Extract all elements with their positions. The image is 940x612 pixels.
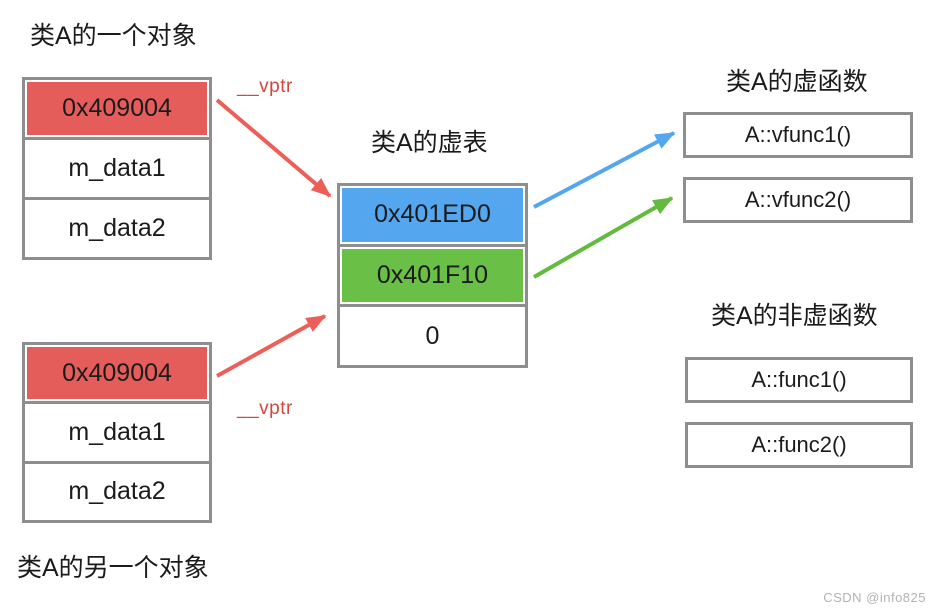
vfunc1-box: A::vfunc1() — [683, 112, 913, 158]
vptr-arrow-object2-to-vtable — [216, 314, 327, 378]
vptr-arrow-object1-to-vtable — [215, 98, 332, 198]
object2-title: 类A的另一个对象 — [17, 554, 209, 582]
vfunc2-box: A::vfunc2() — [683, 177, 913, 223]
object2-cell-vptr: 0x409004 — [25, 345, 209, 402]
object2-box: 0x409004 m_data1 m_data2 — [22, 342, 212, 523]
vptr-label-top: __vptr — [237, 76, 293, 97]
vtable-title: 类A的虚表 — [371, 129, 488, 157]
func1-box: A::func1() — [685, 357, 913, 403]
vtable-cell-null: 0 — [340, 304, 525, 366]
vtable-box: 0x401ED0 0x401F10 0 — [337, 183, 528, 368]
func2-box: A::func2() — [685, 422, 913, 468]
object2-cell-mdata1: m_data1 — [25, 401, 209, 461]
watermark: CSDN @info825 — [823, 590, 926, 605]
object1-cell-mdata2: m_data2 — [25, 197, 209, 257]
arrow-vtable-to-vfunc2 — [533, 196, 674, 279]
vtable-cell-vfunc2-addr: 0x401F10 — [340, 243, 525, 305]
object1-title: 类A的一个对象 — [30, 22, 197, 50]
arrow-vtable-to-vfunc1 — [533, 131, 676, 209]
object2-cell-mdata2: m_data2 — [25, 460, 209, 520]
object1-box: 0x409004 m_data1 m_data2 — [22, 77, 212, 260]
object1-cell-mdata1: m_data1 — [25, 137, 209, 197]
virtual-funcs-title: 类A的虚函数 — [726, 68, 868, 96]
non-virtual-funcs-title: 类A的非虚函数 — [711, 302, 878, 330]
vptr-label-bottom: __vptr — [237, 398, 293, 419]
vtable-cell-vfunc1-addr: 0x401ED0 — [340, 186, 525, 244]
object1-cell-vptr: 0x409004 — [25, 80, 209, 137]
